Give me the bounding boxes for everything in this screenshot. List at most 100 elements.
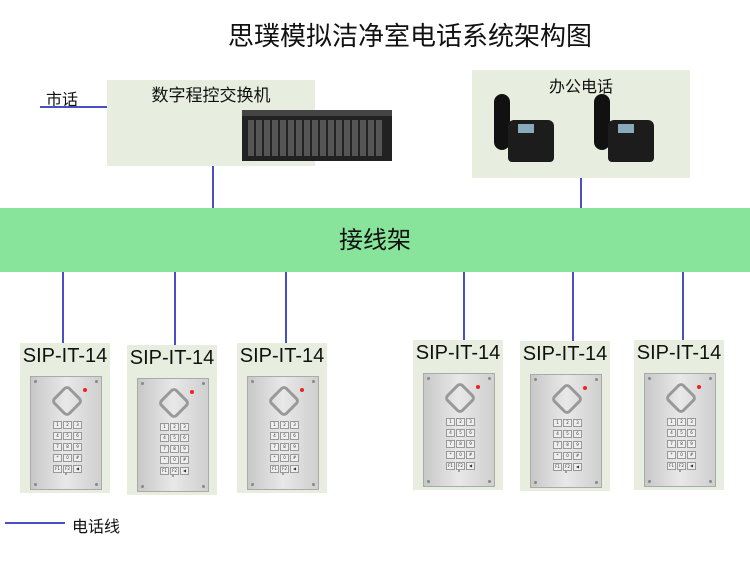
- keypad-key: 2: [677, 418, 686, 426]
- keypad-key: 7: [53, 443, 62, 451]
- keypad-key: 9: [180, 445, 189, 453]
- brand-logo-icon: [443, 381, 477, 415]
- keypad-key: 8: [677, 440, 686, 448]
- keypad-key: 6: [180, 434, 189, 442]
- keypad-key: 8: [563, 441, 572, 449]
- pbx-card-slot: [360, 120, 366, 156]
- status-led-icon: [583, 386, 587, 390]
- pbx-card-slot: [256, 120, 262, 156]
- keypad-key: *: [446, 451, 455, 459]
- keypad-key: F2: [63, 465, 72, 473]
- keypad-key: 1: [667, 418, 676, 426]
- pbx-card-slot: [312, 120, 318, 156]
- pbx-card-slot: [296, 120, 302, 156]
- keypad-key: *: [53, 454, 62, 462]
- keypad-key: 2: [63, 421, 72, 429]
- keypad-key: 0: [280, 454, 289, 462]
- keypad-key: *: [667, 451, 676, 459]
- keypad-key: #: [73, 454, 82, 462]
- keypad-key: 6: [687, 429, 696, 437]
- keypad-key: F1: [160, 467, 169, 475]
- keypad-key: 9: [466, 440, 475, 448]
- pbx-card-slot: [344, 120, 350, 156]
- keypad-key: 9: [687, 440, 696, 448]
- brand-logo-icon: [664, 381, 698, 415]
- keypad-key: *: [553, 452, 562, 460]
- keypad-key: ◀: [687, 462, 696, 470]
- phone-line: [62, 272, 64, 343]
- keypad-key: 7: [446, 440, 455, 448]
- pstn-label: 市话: [46, 90, 79, 109]
- keypad-key: 3: [73, 421, 82, 429]
- keypad-key: 0: [170, 456, 179, 464]
- microphone-icon: [65, 473, 67, 475]
- device-model-label: SIP-IT-14: [129, 347, 215, 369]
- keypad-key: 4: [270, 432, 279, 440]
- keypad-key: 8: [280, 443, 289, 451]
- keypad-key: 4: [446, 429, 455, 437]
- pbx-card-slot: [336, 120, 342, 156]
- keypad-key: 3: [687, 418, 696, 426]
- keypad-key: ◀: [180, 467, 189, 475]
- status-led-icon: [697, 385, 701, 389]
- keypad-key: 8: [63, 443, 72, 451]
- device-model-label: SIP-IT-14: [636, 342, 722, 364]
- pbx-card-slot: [248, 120, 254, 156]
- brand-logo-icon: [50, 384, 84, 418]
- keypad-key: 5: [170, 434, 179, 442]
- pbx-card-slot: [288, 120, 294, 156]
- pbx-card-slot: [376, 120, 382, 156]
- pbx-card-slot: [368, 120, 374, 156]
- keypad-key: #: [466, 451, 475, 459]
- keypad-key: 0: [563, 452, 572, 460]
- keypad-key: 7: [667, 440, 676, 448]
- pstn-line: [40, 106, 108, 108]
- office-phone-label: 办公电话: [548, 77, 613, 96]
- keypad-key: F2: [563, 463, 572, 471]
- device-model-label: SIP-IT-14: [22, 345, 108, 367]
- pbx-card-slot: [328, 120, 334, 156]
- legend-line: [5, 522, 65, 524]
- keypad-key: 3: [573, 419, 582, 427]
- pbx-line: [212, 166, 214, 208]
- brand-logo-icon: [157, 386, 191, 420]
- keypad-key: 2: [456, 418, 465, 426]
- microphone-icon: [565, 471, 567, 473]
- keypad-key: 9: [290, 443, 299, 451]
- keypad-key: 1: [553, 419, 562, 427]
- keypad-key: F1: [667, 462, 676, 470]
- keypad-key: 6: [466, 429, 475, 437]
- distribution-frame-label: 接线架: [339, 226, 411, 254]
- keypad-key: 6: [573, 430, 582, 438]
- phone-line: [285, 272, 287, 343]
- keypad-key: 7: [553, 441, 562, 449]
- device-model-label: SIP-IT-14: [239, 345, 325, 367]
- keypad-key: F2: [456, 462, 465, 470]
- diagram-title: 思璞模拟洁净室电话系统架构图: [227, 22, 592, 52]
- keypad-key: 9: [73, 443, 82, 451]
- microphone-icon: [172, 475, 174, 477]
- status-led-icon: [190, 390, 194, 394]
- keypad-key: ◀: [466, 462, 475, 470]
- status-led-icon: [83, 388, 87, 392]
- microphone-icon: [458, 470, 460, 472]
- keypad-key: #: [290, 454, 299, 462]
- device-model-label: SIP-IT-14: [522, 343, 608, 365]
- keypad-key: 5: [456, 429, 465, 437]
- keypad-key: 0: [677, 451, 686, 459]
- pbx-card-slot: [272, 120, 278, 156]
- keypad-key: 1: [160, 423, 169, 431]
- keypad-key: 8: [456, 440, 465, 448]
- keypad-key: 5: [563, 430, 572, 438]
